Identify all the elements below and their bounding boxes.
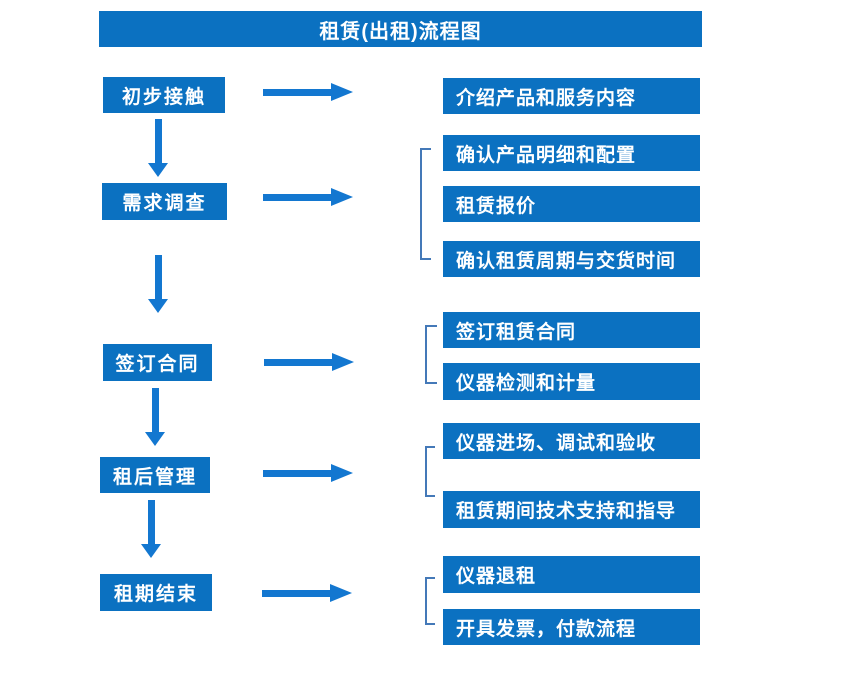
down-arrow-2 <box>148 255 168 313</box>
right-arrow-stem <box>263 469 331 477</box>
down-arrow-1 <box>148 119 168 177</box>
detail-box-tech-support: 租赁期间技术支持和指导 <box>443 491 700 528</box>
right-arrow-2 <box>263 188 353 206</box>
step-box-initial-contact: 初步接触 <box>103 77 225 113</box>
down-arrow-head-icon <box>141 544 161 558</box>
right-arrow-head-icon <box>331 83 353 101</box>
step-box-sign-contract: 签订合同 <box>103 344 212 381</box>
detail-box-confirm-period-delivery: 确认租赁周期与交货时间 <box>443 241 700 277</box>
detail-box-instrument-return: 仪器退租 <box>443 556 700 593</box>
right-arrow-head-icon <box>331 188 353 206</box>
step-box-rental-end: 租期结束 <box>100 574 212 611</box>
down-arrow-stem <box>151 388 159 432</box>
right-arrow-3 <box>264 353 354 371</box>
detail-box-invoice-payment: 开具发票，付款流程 <box>443 609 700 645</box>
flowchart-title: 租赁(出租)流程图 <box>99 11 702 47</box>
detail-box-instrument-setup-acceptance: 仪器进场、调试和验收 <box>443 423 700 459</box>
detail-box-rental-quote: 租赁报价 <box>443 186 700 222</box>
detail-box-sign-rental-contract: 签订租赁合同 <box>443 312 700 348</box>
right-arrow-head-icon <box>331 464 353 482</box>
right-arrow-stem <box>262 589 330 597</box>
down-arrow-head-icon <box>148 163 168 177</box>
down-arrow-4 <box>141 500 161 558</box>
down-arrow-head-icon <box>148 299 168 313</box>
right-arrow-5 <box>262 584 352 602</box>
group-bracket-rental-end <box>425 577 435 625</box>
group-bracket-sign-contract <box>425 325 437 384</box>
right-arrow-head-icon <box>330 584 352 602</box>
step-box-demand-survey: 需求调查 <box>102 183 227 220</box>
down-arrow-stem <box>147 500 155 544</box>
right-arrow-4 <box>263 464 353 482</box>
down-arrow-3 <box>145 388 165 446</box>
detail-box-confirm-product-config: 确认产品明细和配置 <box>443 135 700 171</box>
detail-box-introduce-products: 介绍产品和服务内容 <box>443 78 700 114</box>
right-arrow-stem <box>263 88 331 96</box>
detail-box-instrument-inspection: 仪器检测和计量 <box>443 363 700 400</box>
right-arrow-1 <box>263 83 353 101</box>
group-bracket-post-rental <box>425 446 435 497</box>
down-arrow-stem <box>154 119 162 163</box>
right-arrow-stem <box>263 193 331 201</box>
right-arrow-stem <box>264 358 332 366</box>
down-arrow-stem <box>154 255 162 299</box>
step-box-post-rental-management: 租后管理 <box>100 457 210 493</box>
group-bracket-demand-survey <box>420 148 431 260</box>
right-arrow-head-icon <box>332 353 354 371</box>
down-arrow-head-icon <box>145 432 165 446</box>
